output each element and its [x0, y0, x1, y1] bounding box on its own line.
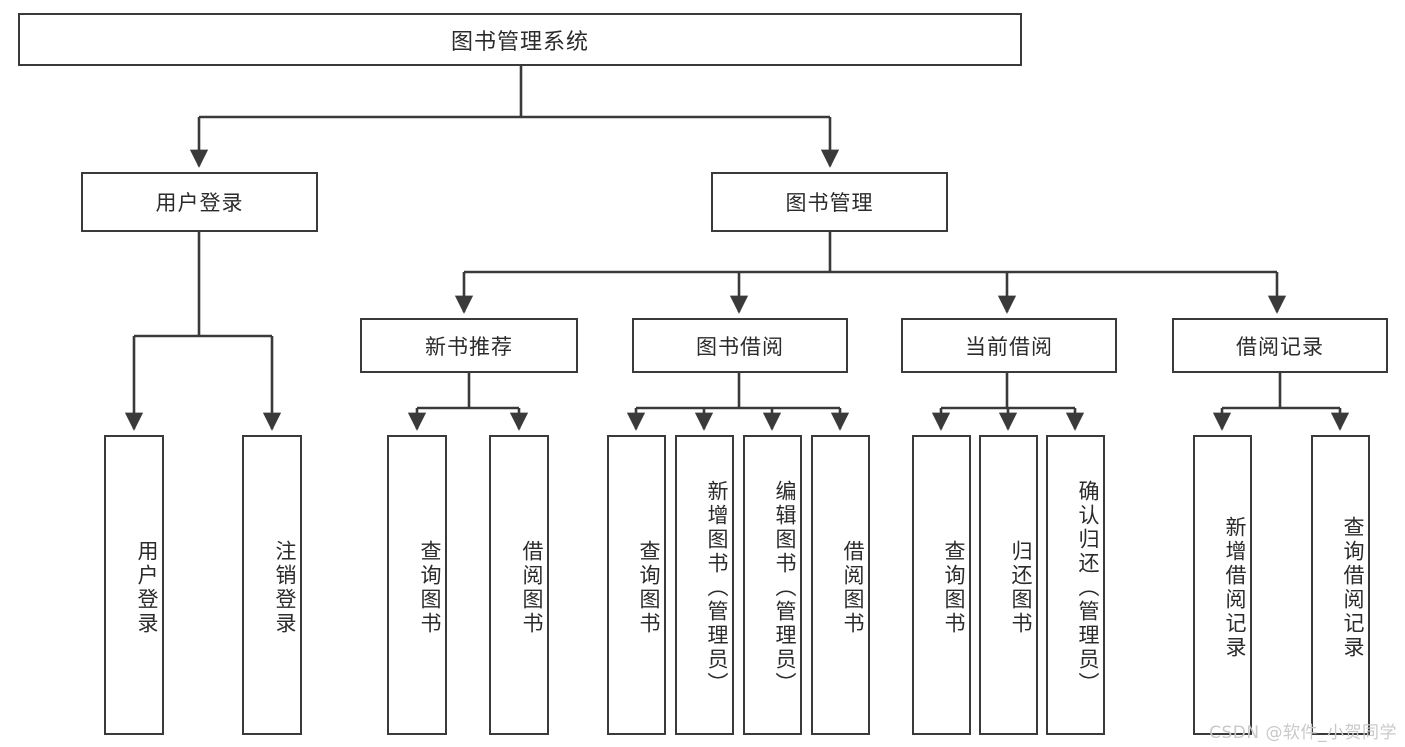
node-borrow-record[interactable]: 借阅记录: [1172, 318, 1388, 373]
node-label: 查询图书: [637, 540, 661, 636]
leaf-book-borrow-borrow-book[interactable]: 借阅图书: [811, 435, 870, 735]
node-user-login[interactable]: 用户登录: [81, 172, 318, 232]
node-book-management[interactable]: 图书管理: [711, 172, 948, 232]
leaf-book-borrow-edit-book-admin[interactable]: 编辑图书（管理员）: [743, 435, 802, 735]
watermark-text: CSDN @软件_小贺同学: [1209, 723, 1397, 743]
leaf-current-borrow-query-book[interactable]: 查询图书: [912, 435, 971, 735]
node-label: 归还图书: [1009, 540, 1033, 636]
leaf-book-borrow-add-book-admin[interactable]: 新增图书（管理员）: [675, 435, 734, 735]
node-label: 借阅记录: [1236, 334, 1324, 359]
node-label: 借阅图书: [520, 540, 544, 636]
leaf-borrow-record-add-record[interactable]: 新增借阅记录: [1193, 435, 1252, 735]
node-label: 查询图书: [942, 540, 966, 636]
node-label: 图书管理: [785, 191, 874, 215]
leaf-borrow-record-query-record[interactable]: 查询借阅记录: [1311, 435, 1370, 735]
node-label: 注销登录: [273, 540, 297, 636]
node-label: 图书借阅: [696, 334, 784, 359]
node-label: 图书管理系统: [450, 29, 589, 55]
node-label: 新书推荐: [425, 334, 513, 359]
node-label: 借阅图书: [841, 540, 865, 636]
node-label: 新增借阅记录: [1223, 516, 1247, 660]
node-book-borrow[interactable]: 图书借阅: [632, 318, 848, 373]
leaf-new-book-borrow-book[interactable]: 借阅图书: [489, 435, 549, 735]
leaf-new-book-query-book[interactable]: 查询图书: [387, 435, 447, 735]
node-new-book-recommend[interactable]: 新书推荐: [360, 318, 578, 373]
node-label: 用户登录: [135, 540, 159, 636]
node-label: 查询图书: [418, 540, 442, 636]
node-label: 当前借阅: [965, 334, 1053, 359]
node-label: 新增图书（管理员）: [705, 480, 729, 696]
leaf-current-borrow-return-book[interactable]: 归还图书: [979, 435, 1038, 735]
leaf-current-borrow-confirm-return-admin[interactable]: 确认归还（管理员）: [1046, 435, 1105, 735]
leaf-book-borrow-query-book[interactable]: 查询图书: [607, 435, 666, 735]
leaf-user-login-login[interactable]: 用户登录: [104, 435, 164, 735]
node-label: 查询借阅记录: [1341, 516, 1365, 660]
node-label: 确认归还（管理员）: [1076, 480, 1100, 696]
leaf-user-login-logout[interactable]: 注销登录: [242, 435, 302, 735]
node-label: 用户登录: [155, 191, 244, 215]
node-root-book-management-system[interactable]: 图书管理系统: [18, 13, 1022, 66]
node-current-borrow[interactable]: 当前借阅: [901, 318, 1117, 373]
node-label: 编辑图书（管理员）: [773, 480, 797, 696]
